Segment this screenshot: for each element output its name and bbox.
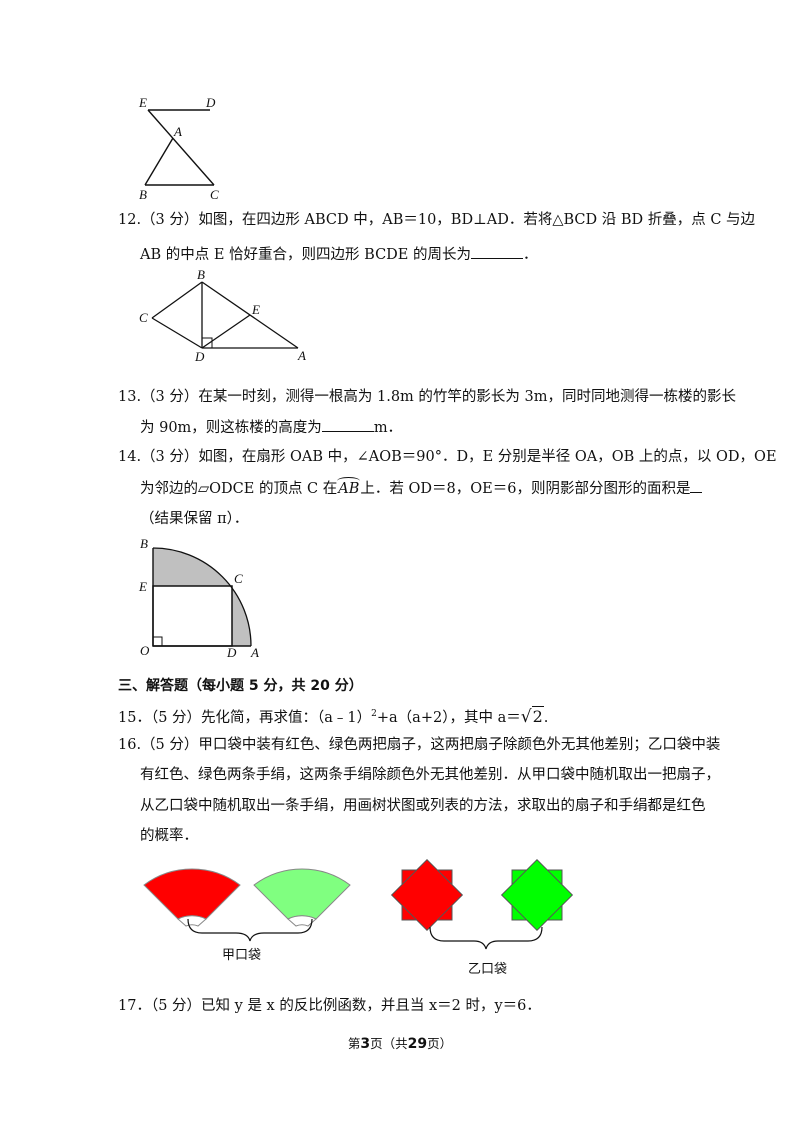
red-handkerchief [390, 858, 464, 932]
page-footer: 第3页（共29页） [0, 1033, 800, 1052]
sqrt-value: 2 [531, 705, 544, 726]
label-C: C [139, 310, 148, 325]
q15-line: 15．（5 分）先化简，再求值：（a﹣1）2+a（a+2），其中 a＝√2. [118, 704, 548, 728]
label-A: A [173, 124, 182, 139]
label-B: B [197, 268, 205, 282]
q16-line1: 16.（5 分）甲口袋中装有红色、绿色两把扇子，这两把扇子除颜色外无其他差别；乙… [118, 737, 721, 753]
label-C: C [234, 571, 243, 586]
label-D: D [194, 349, 205, 364]
footer-pre: 第 [347, 1036, 361, 1051]
label-A: A [250, 645, 259, 660]
figure-q11: E D A B C [138, 95, 219, 202]
footer-post: 页） [427, 1036, 453, 1051]
q15-text-b: +a（a+2），其中 a＝ [376, 709, 521, 726]
label-D: D [226, 645, 237, 660]
q12-line2: AB 的中点 E 恰好重合，则四边形 BCDE 的周长为 ． [140, 244, 538, 265]
sqrt-symbol: √ [520, 706, 532, 727]
footer-page: 3 [360, 1036, 371, 1052]
q14-line2-a: 为邻边的▱ODCE 的顶点 C 在 [140, 481, 338, 497]
figure-q12: B C E D A [139, 268, 306, 364]
q13-line2: 为 90m，则这栋楼的高度为 m． [140, 417, 402, 438]
q16-line2: 有红色、绿色两条手绢，这两条手绢除颜色外无其他差别．从甲口袋中随机取出一把扇子， [140, 767, 720, 783]
footer-total: 29 [407, 1036, 428, 1052]
q14-answer-blank[interactable] [690, 478, 703, 493]
green-handkerchief [500, 858, 574, 932]
arc-ab: AB [337, 477, 361, 499]
label-A: A [297, 348, 306, 363]
label-B: B [140, 536, 148, 551]
q14-line1: 14.（3 分）如图，在扇形 OAB 中，∠AOB＝90°．D，E 分别是半径 … [118, 449, 777, 465]
label-C: C [210, 187, 219, 202]
label-E: E [138, 579, 147, 594]
label-E: E [138, 95, 147, 110]
label-D: D [205, 95, 216, 110]
q13-line1: 13.（3 分）在某一时刻，测得一根高为 1.8m 的竹竿的影长为 3m，同时同… [118, 389, 737, 405]
q13-line2-end: m． [373, 420, 403, 436]
q16-line3: 从乙口袋中随机取出一条手绢，用画树状图或列表的方法，求取出的扇子和手绢都是红色 [140, 798, 706, 814]
figure-q16-bags: 甲口袋 乙口袋 [143, 858, 574, 977]
q15-text-a: 15．（5 分）先化简，再求值：（a﹣1） [118, 709, 372, 726]
q14-line3: （结果保留 π）． [140, 511, 249, 527]
q17-line: 17．（5 分）已知 y 是 x 的反比例函数，并且当 x＝2 时，y＝6． [118, 998, 541, 1014]
q14-line2-b: 上．若 OD＝8，OE＝6，则阴影部分图形的面积是 [360, 481, 691, 497]
bag-a-label: 甲口袋 [222, 948, 261, 963]
label-E: E [251, 302, 260, 317]
q13-line2-text: 为 90m，则这栋楼的高度为 [140, 420, 322, 436]
bag-b-label: 乙口袋 [468, 962, 507, 977]
section-heading: 三、解答题（每小题 5 分，共 20 分） [118, 678, 363, 694]
arc-ab-label: AB [338, 481, 360, 497]
q16-line4: 的概率． [140, 828, 198, 844]
arc-mark [337, 477, 361, 485]
figure-q14: B E C O D A [138, 536, 259, 660]
green-fan [253, 868, 351, 920]
q12-line2-end: ． [523, 247, 538, 263]
label-O: O [140, 643, 150, 658]
q13-answer-blank[interactable] [321, 417, 374, 432]
q15-exponent: 2 [371, 709, 377, 719]
q15-end: . [543, 709, 549, 726]
footer-mid: 页（共 [370, 1036, 408, 1051]
q12-answer-blank[interactable] [471, 244, 523, 259]
q12-line1: 12.（3 分）如图，在四边形 ABCD 中，AB＝10，BD⊥AD．若将△BC… [118, 212, 756, 228]
q12-line2-text: AB 的中点 E 恰好重合，则四边形 BCDE 的周长为 [140, 247, 471, 263]
red-fan [143, 868, 241, 920]
label-B: B [139, 187, 147, 202]
